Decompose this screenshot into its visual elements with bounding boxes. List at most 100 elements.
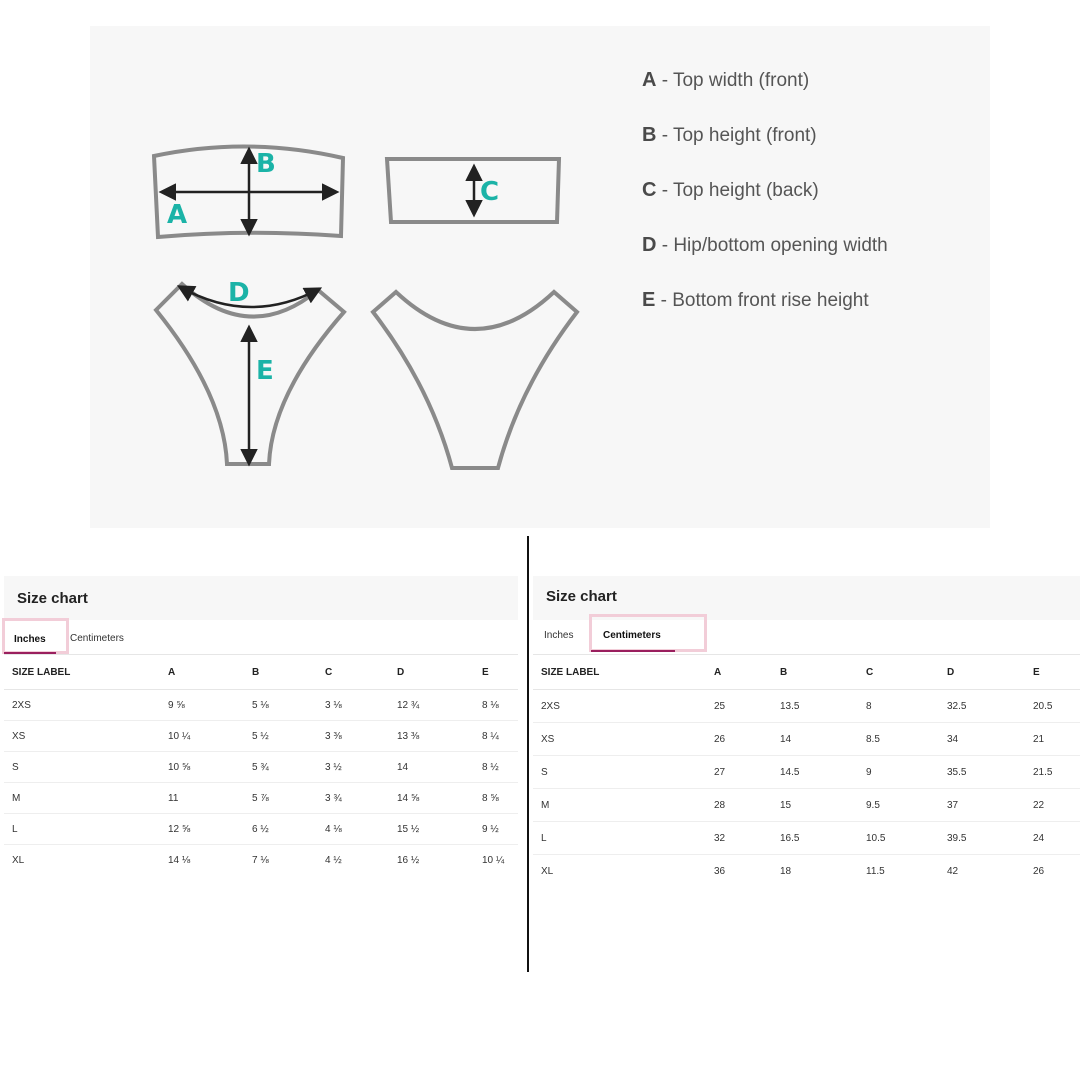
table-cell: 3 ¾: [325, 782, 397, 814]
measurement-legend: A - Top width (front) B - Top height (fr…: [642, 66, 888, 341]
unit-tabs: Inches Centimeters: [2, 618, 518, 655]
table-cell: 8 ⅝: [482, 782, 518, 814]
column-header: E: [1033, 655, 1080, 690]
table-cell: 42: [947, 865, 959, 877]
table-cell: 34: [947, 722, 1033, 756]
tab-inches[interactable]: Inches: [544, 630, 574, 641]
bottom-back-outline: [370, 289, 580, 470]
table-cell: 25: [714, 689, 780, 723]
table-cell: 16 ½: [397, 854, 420, 866]
active-tab-underline: [4, 652, 56, 654]
table-cell: 24: [1033, 821, 1080, 855]
table-cell: 26: [1033, 865, 1045, 877]
tab-inches[interactable]: Inches: [14, 634, 46, 645]
table-cell: 13 ⅜: [397, 720, 482, 752]
label-b: B: [256, 149, 276, 179]
legend-item-e: E - Bottom front rise height: [642, 289, 869, 311]
table-cell: 6 ½: [252, 813, 325, 845]
table-row: L 32 16.5 10.5 39.5 24: [533, 821, 1080, 855]
label-c: C: [480, 177, 499, 207]
table-cell: S: [4, 751, 168, 783]
table-row: S 10 ⅝ 5 ¾ 3 ½ 14 8 ½: [4, 751, 518, 783]
table-row: XS 10 ¼ 5 ½ 3 ⅜ 13 ⅜ 8 ¼: [4, 720, 518, 752]
table-cell: 27: [714, 755, 780, 789]
table-cell: 14: [780, 722, 866, 756]
table-cell: 2XS: [533, 689, 714, 723]
table-row: XS 26 14 8.5 34 21: [533, 722, 1080, 756]
top-front-outline: [151, 144, 346, 240]
table-row: 2XS 25 13.5 8 32.5 20.5: [533, 689, 1080, 723]
table-cell: XL: [12, 854, 25, 866]
table-cell: 13.5: [780, 689, 866, 723]
table-cell: 11.5: [866, 865, 885, 877]
table-cell: 3 ⅜: [325, 720, 397, 752]
table-cell: 8 ½: [482, 751, 518, 783]
size-table: SIZE LABEL A B C D E 2XS 9 ⅝ 5 ⅛ 3 ⅛ 12 …: [4, 655, 518, 875]
column-header: B: [252, 655, 325, 690]
table-cell: XS: [4, 720, 168, 752]
table-row: XL 36 18 11.5 42 26: [533, 855, 1080, 888]
table-cell: 21: [1033, 722, 1080, 756]
table-cell: 5 ¾: [252, 751, 325, 783]
column-header: E: [482, 655, 518, 690]
table-cell: 10 ¼: [168, 720, 252, 752]
legend-item-a: A - Top width (front): [642, 69, 810, 91]
table-row: S 27 14.5 9 35.5 21.5: [533, 755, 1080, 789]
size-chart-title: Size chart: [17, 590, 88, 607]
table-cell: 9: [866, 755, 947, 789]
legend-item-d: D - Hip/bottom opening width: [642, 234, 888, 256]
size-table-header: SIZE LABEL A B C D E: [4, 655, 518, 690]
table-cell: 21.5: [1033, 755, 1080, 789]
legend-item-b: B - Top height (front): [642, 124, 817, 146]
table-cell: 5 ⅞: [252, 782, 325, 814]
table-row: 2XS 9 ⅝ 5 ⅛ 3 ⅛ 12 ¾ 8 ⅛: [4, 689, 518, 721]
size-chart-header: Size chart: [533, 576, 1080, 620]
table-row: M 28 15 9.5 37 22: [533, 788, 1080, 822]
table-cell: 12 ¾: [397, 689, 482, 721]
size-chart-title: Size chart: [546, 588, 617, 605]
table-cell: XS: [533, 722, 714, 756]
column-header: SIZE LABEL: [533, 655, 714, 690]
tab-centimeters[interactable]: Centimeters: [70, 633, 124, 644]
column-header: B: [780, 655, 866, 690]
table-cell: 36: [714, 865, 726, 877]
table-cell: 10.5: [866, 821, 947, 855]
table-cell: 4 ½: [325, 854, 342, 866]
table-cell: 8 ⅛: [482, 689, 518, 721]
table-cell: 4 ⅛: [325, 813, 397, 845]
table-cell: 10 ⅝: [168, 751, 252, 783]
column-header: SIZE LABEL: [4, 655, 168, 690]
size-chart-header: Size chart: [4, 576, 518, 620]
table-row: L 12 ⅝ 6 ½ 4 ⅛ 15 ½ 9 ½: [4, 813, 518, 845]
active-tab-underline: [591, 650, 675, 652]
column-header: D: [947, 655, 1033, 690]
table-cell: M: [4, 782, 168, 814]
table-row: XL 14 ⅛ 7 ⅛ 4 ½ 16 ½ 10 ¼: [4, 845, 518, 876]
bottom-front-outline: [153, 281, 347, 466]
table-cell: 32: [714, 821, 780, 855]
tab-centimeters[interactable]: Centimeters: [603, 630, 661, 641]
table-cell: 22: [1033, 788, 1080, 822]
panel-divider: [527, 536, 529, 972]
table-cell: 35.5: [947, 755, 1033, 789]
table-cell: 26: [714, 722, 780, 756]
table-cell: 7 ⅛: [252, 854, 269, 866]
size-chart-centimeters: Size chart Inches Centimeters SIZE LABEL…: [533, 576, 1080, 887]
table-cell: 12 ⅝: [168, 813, 252, 845]
table-cell: 5 ½: [252, 720, 325, 752]
table-cell: 3 ½: [325, 751, 397, 783]
table-cell: 8: [866, 689, 947, 723]
table-cell: 14 ⅛: [168, 854, 191, 866]
table-cell: 14 ⅝: [397, 782, 482, 814]
table-cell: 14.5: [780, 755, 866, 789]
table-cell: XL: [541, 865, 554, 877]
table-cell: 2XS: [4, 689, 168, 721]
column-header: C: [866, 655, 947, 690]
column-header: A: [714, 655, 780, 690]
table-cell: S: [533, 755, 714, 789]
unit-tabs: Inches Centimeters: [533, 614, 1080, 655]
size-table-header: SIZE LABEL A B C D E: [533, 655, 1080, 690]
table-cell: 8 ¼: [482, 720, 518, 752]
table-cell: 3 ⅛: [325, 689, 397, 721]
table-cell: 9 ½: [482, 813, 518, 845]
